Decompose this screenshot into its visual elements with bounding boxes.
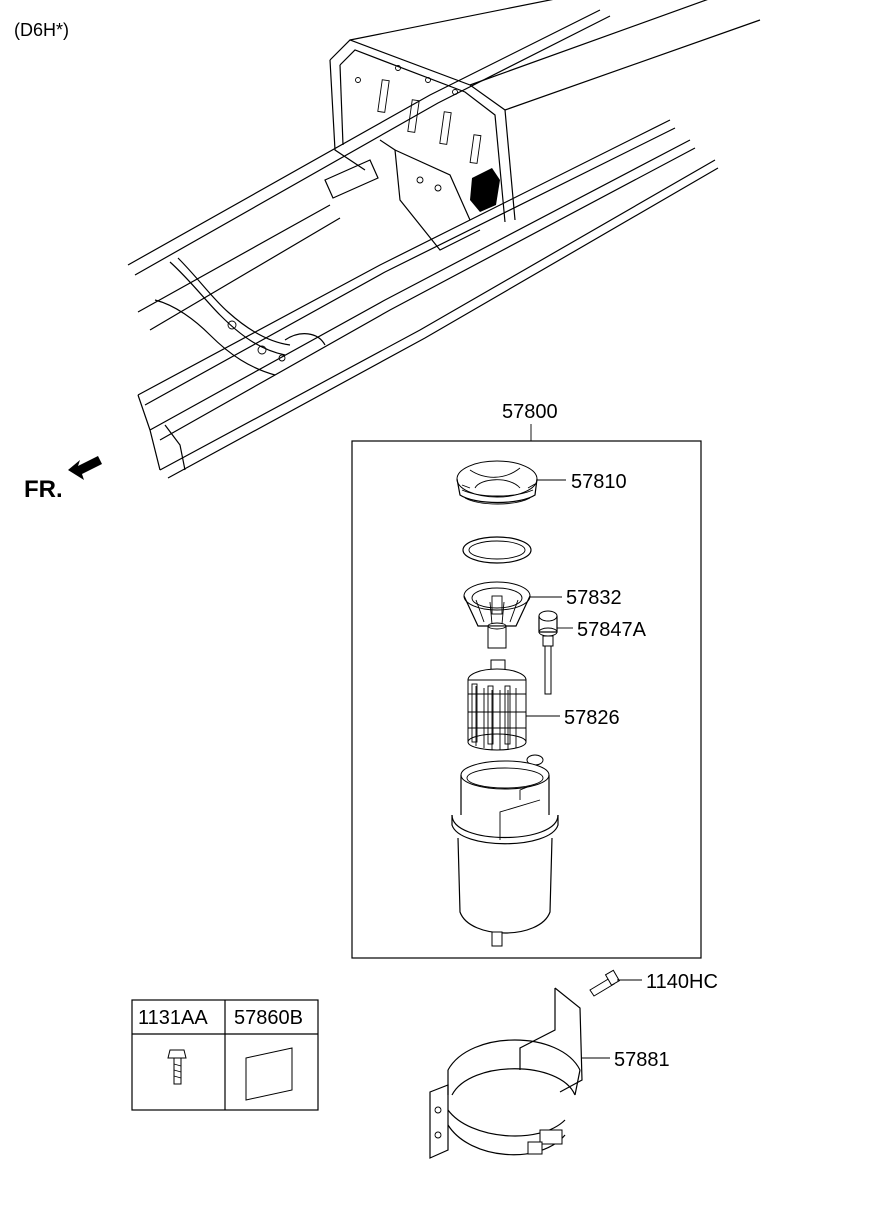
inner-element — [463, 581, 531, 649]
inner-element-part-number: 57832 — [566, 587, 622, 609]
o-ring — [462, 536, 532, 564]
front-arrow-icon — [68, 456, 102, 480]
variant-code: (D6H*) — [14, 20, 69, 40]
front-direction-indicator: FR. — [24, 456, 102, 503]
assembly-frame — [351, 440, 702, 959]
cap-part-number: 57810 — [571, 471, 627, 493]
filter-cap — [456, 460, 538, 505]
filter-assembly-group: 57800 57810 — [351, 401, 702, 959]
bracket-part-number: 57881 — [614, 1049, 670, 1071]
legend-header-bolt: 1131AA — [138, 1007, 208, 1029]
water-sensor — [538, 610, 558, 695]
sensor-part-number: 57847A — [577, 619, 647, 641]
bolt-part-number: 1140HC — [646, 971, 718, 993]
vehicle-frame-illustration — [127, 0, 761, 479]
filter-part-number: 57826 — [564, 707, 620, 729]
assembly-part-number: 57800 — [502, 401, 558, 423]
bolt-1140hc — [589, 969, 621, 997]
mounting-bracket — [429, 987, 583, 1159]
front-label: FR. — [24, 476, 63, 503]
legend-table: 1131AA 57860B — [131, 999, 319, 1111]
filter-housing — [451, 754, 559, 947]
label-sticker-icon — [245, 1047, 293, 1101]
bolt-icon — [167, 1049, 187, 1085]
filter-cartridge — [467, 659, 527, 751]
legend-header-label: 57860B — [234, 1007, 303, 1029]
